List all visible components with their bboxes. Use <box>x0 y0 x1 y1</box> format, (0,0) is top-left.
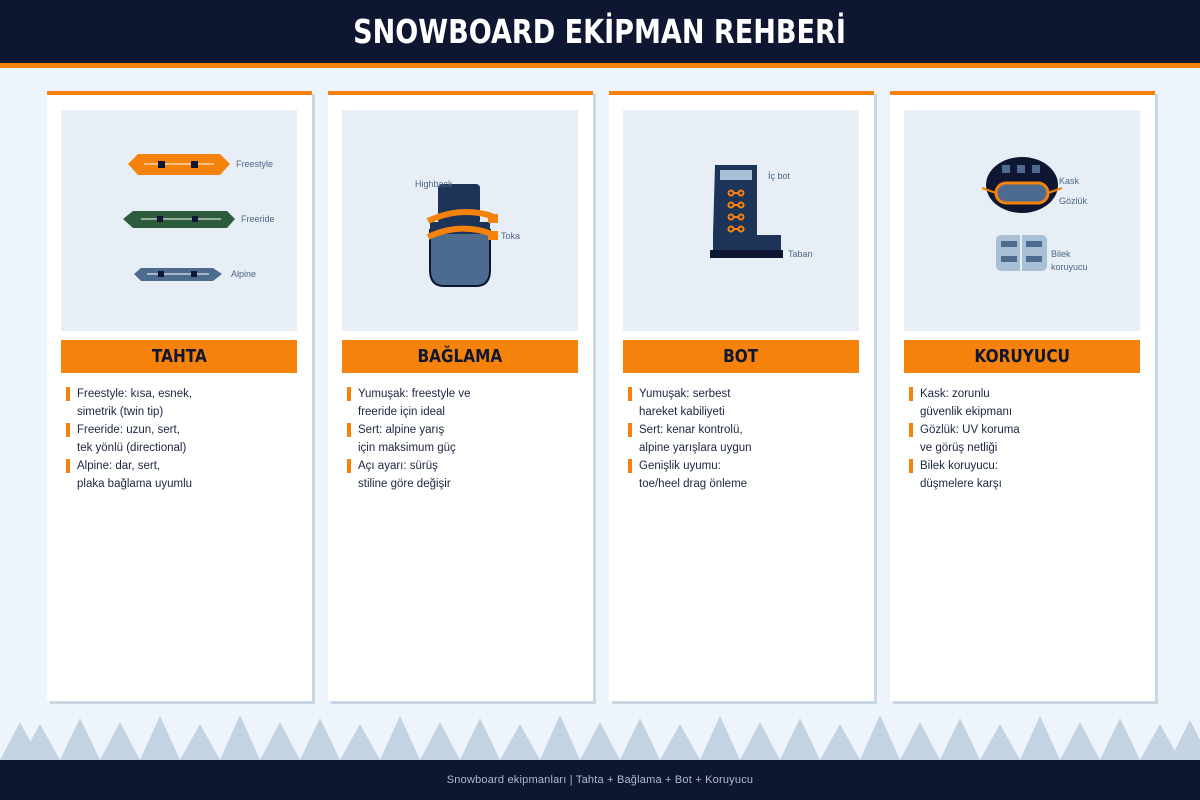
binding-label-highback: Highback <box>415 179 453 189</box>
page-footer: Snowboard ekipmanları | Tahta + Bağlama … <box>0 760 1200 800</box>
page-title: SNOWBOARD EKİPMAN REHBERİ <box>353 12 847 51</box>
list-item: Freeride: uzun, sert,tek yönlü (directio… <box>66 421 296 457</box>
list-item: Genişlik uyumu:toe/heel drag önleme <box>628 457 858 493</box>
board-label-freestyle: Freestyle <box>236 159 273 169</box>
list-item: Alpine: dar, sert,plaka bağlama uyumlu <box>66 457 296 493</box>
board-label-alpine: Alpine <box>231 269 256 279</box>
list-item: Freestyle: kısa, esnek,simetrik (twin ti… <box>66 385 296 421</box>
list-item: Bilek koruyucu:düşmelere karşı <box>909 457 1139 493</box>
card-title-bar: BOT <box>623 340 859 373</box>
card-title: TAHTA <box>151 346 207 367</box>
card-title-bar: TAHTA <box>61 340 297 373</box>
card-title-bar: KORUYUCU <box>904 340 1140 373</box>
board-label-freeride: Freeride <box>241 214 275 224</box>
feature-list: Freestyle: kısa, esnek,simetrik (twin ti… <box>66 385 296 493</box>
gear-label-bilek: Bilek <box>1051 249 1071 259</box>
card-title: KORUYUCU <box>974 346 1070 367</box>
boot-label-taban: Taban <box>788 249 813 259</box>
card-tahta: Freestyle Freeride Alpine TAHTA Freestyl… <box>47 91 312 701</box>
snowboard-types-icon: Freestyle Freeride Alpine <box>61 110 297 331</box>
card-koruyucu: Kask Gözlük Bilek koruyucu KORUYUCU Kask… <box>890 91 1155 701</box>
gear-label-koruyucu: koruyucu <box>1051 262 1088 272</box>
binding-icon: Highback Toka <box>342 110 578 331</box>
mountain-decoration <box>0 715 1200 760</box>
gear-label-kask: Kask <box>1059 176 1080 186</box>
card-baglama: Highback Toka BAĞLAMA Yumuşak: freestyle… <box>328 91 593 701</box>
list-item: Sert: kenar kontrolü,alpine yarışlara uy… <box>628 421 858 457</box>
card-title: BOT <box>723 346 759 367</box>
card-title: BAĞLAMA <box>417 346 503 367</box>
boot-icon: İç bot Taban <box>623 110 859 331</box>
boot-label-ic-bot: İç bot <box>768 171 791 181</box>
protective-gear-icon: Kask Gözlük Bilek koruyucu <box>904 110 1140 331</box>
card-title-bar: BAĞLAMA <box>342 340 578 373</box>
binding-label-toka: Toka <box>501 231 520 241</box>
gear-label-gozluk: Gözlük <box>1059 196 1088 206</box>
footer-text: Snowboard ekipmanları | Tahta + Bağlama … <box>446 774 754 786</box>
page-header: SNOWBOARD EKİPMAN REHBERİ <box>0 0 1200 68</box>
